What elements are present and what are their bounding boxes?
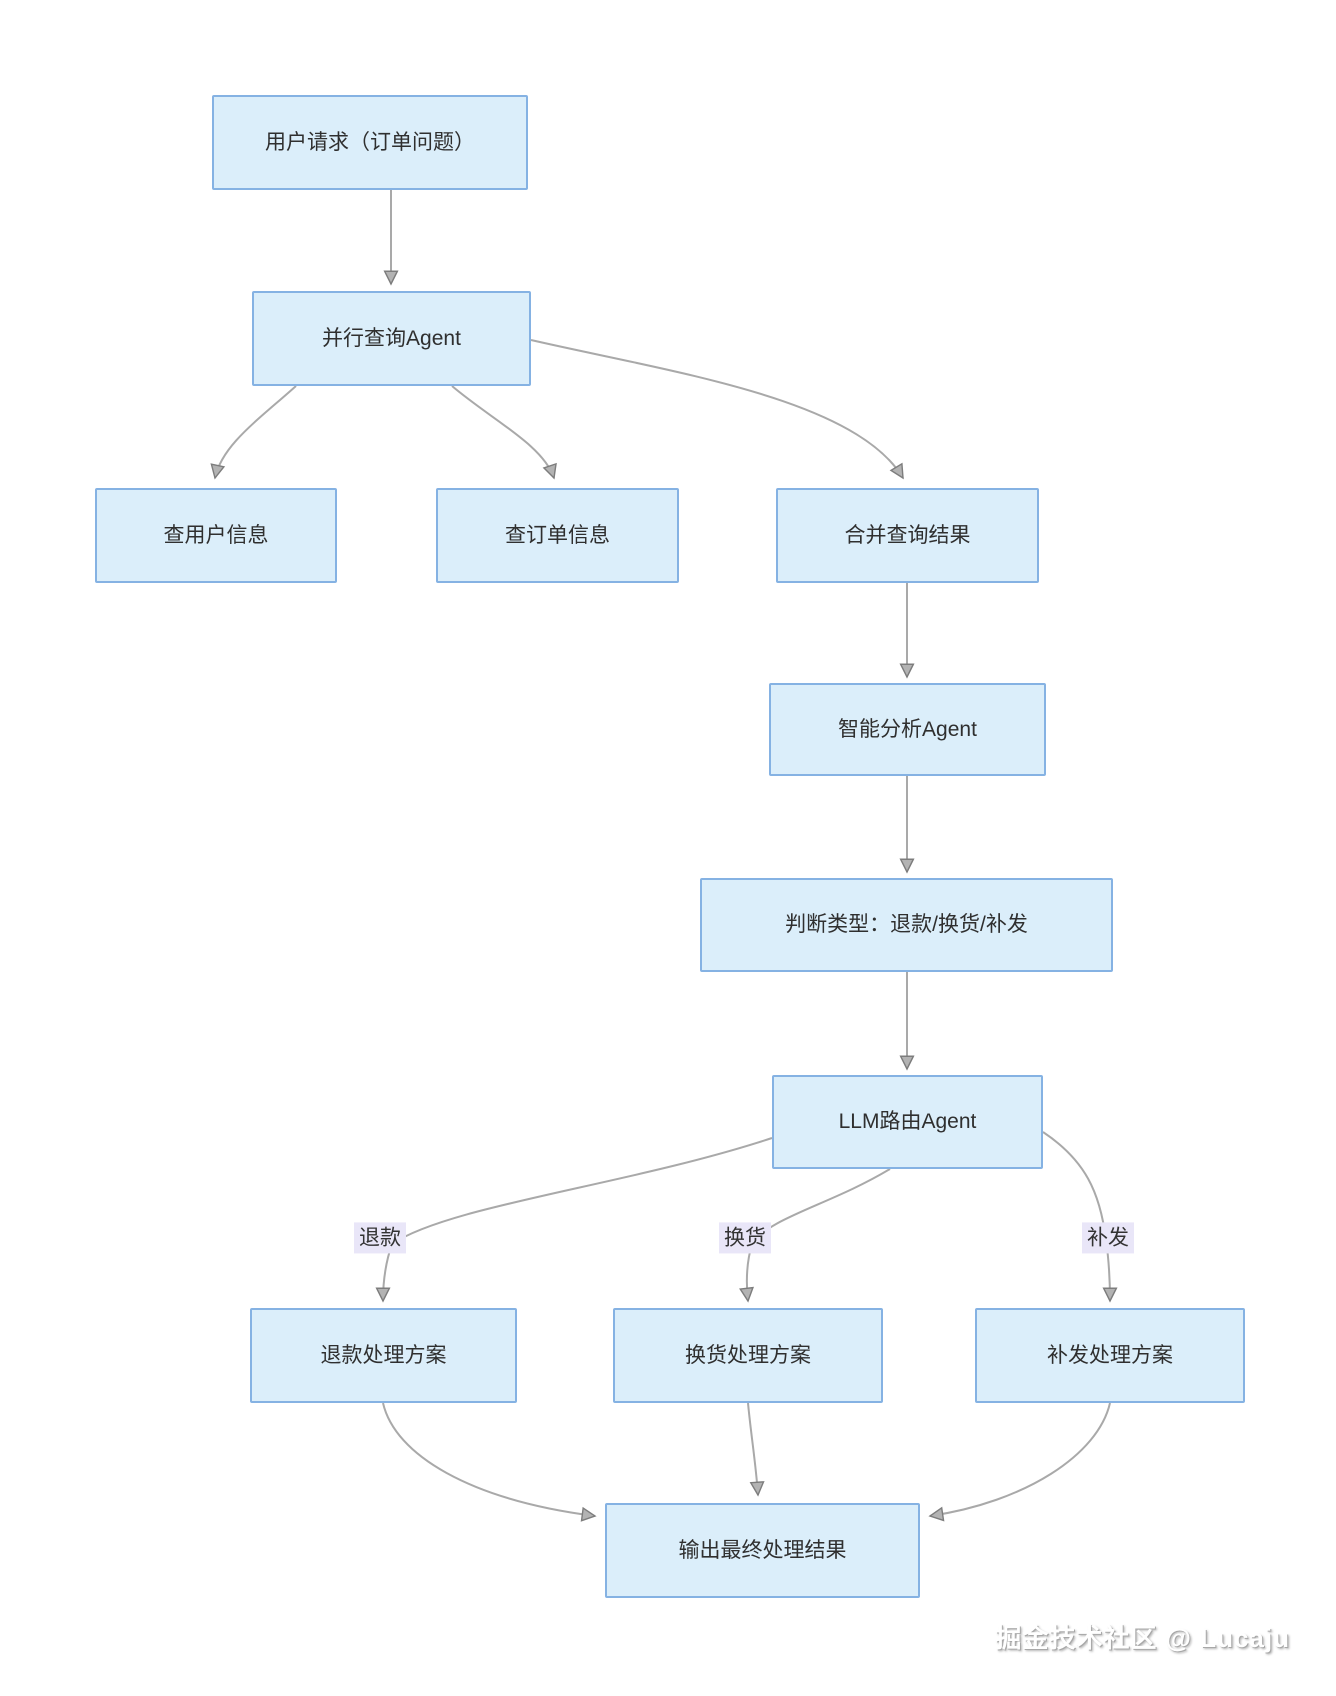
edge-parallel-agent-to-query-user (210, 385, 297, 480)
node-query-order-info: 查订单信息 (436, 488, 679, 583)
node-parallel-query-agent: 并行查询Agent (252, 291, 531, 386)
node-parallel-query-agent-label: 并行查询Agent (322, 326, 461, 350)
node-analysis-agent-label: 智能分析Agent (838, 717, 977, 741)
node-judge-type: 判断类型：退款/换货/补发 (700, 878, 1113, 972)
node-llm-router-agent: LLM路由Agent (772, 1075, 1043, 1169)
watermark: 掘金技术社区 @ Lucaju (995, 1623, 1290, 1653)
node-final-output: 输出最终处理结果 (605, 1503, 920, 1598)
node-user-request: 用户请求（订单问题） (212, 95, 528, 190)
edge-refund-plan-to-final-output (382, 1402, 597, 1522)
node-merge-query-results-label: 合并查询结果 (844, 523, 971, 547)
node-analysis-agent: 智能分析Agent (769, 683, 1046, 776)
edge-label-refund: 退款 (354, 1222, 406, 1254)
node-reship-plan-label: 补发处理方案 (1047, 1343, 1173, 1367)
node-final-output-label: 输出最终处理结果 (678, 1538, 847, 1562)
node-judge-type-label: 判断类型：退款/换货/补发 (785, 913, 1028, 937)
node-query-user-info: 查用户信息 (95, 488, 337, 583)
edge-label-reship: 补发 (1082, 1222, 1134, 1254)
node-llm-router-agent-label: LLM路由Agent (838, 1110, 977, 1134)
node-query-order-info-label: 查订单信息 (505, 523, 610, 547)
edge-label-exchange: 换货 (719, 1222, 771, 1254)
node-exchange-plan: 换货处理方案 (613, 1308, 883, 1403)
node-merge-query-results: 合并查询结果 (776, 488, 1039, 583)
edge-parallel-agent-to-query-order (451, 385, 557, 480)
node-reship-plan: 补发处理方案 (975, 1308, 1245, 1403)
edge-llm-router-to-refund-plan (375, 1137, 773, 1303)
edge-llm-router-to-reship-plan (1042, 1131, 1118, 1303)
node-user-request-label: 用户请求（订单问题） (265, 130, 475, 154)
node-query-user-info-label: 查用户信息 (163, 523, 269, 547)
node-refund-plan: 退款处理方案 (250, 1308, 517, 1403)
edge-exchange-plan-to-final-output (747, 1402, 765, 1497)
node-refund-plan-label: 退款处理方案 (320, 1343, 447, 1367)
edge-parallel-agent-to-merge-results (530, 339, 904, 480)
node-exchange-plan-label: 换货处理方案 (685, 1343, 811, 1367)
edge-reship-plan-to-final-output (928, 1402, 1111, 1522)
